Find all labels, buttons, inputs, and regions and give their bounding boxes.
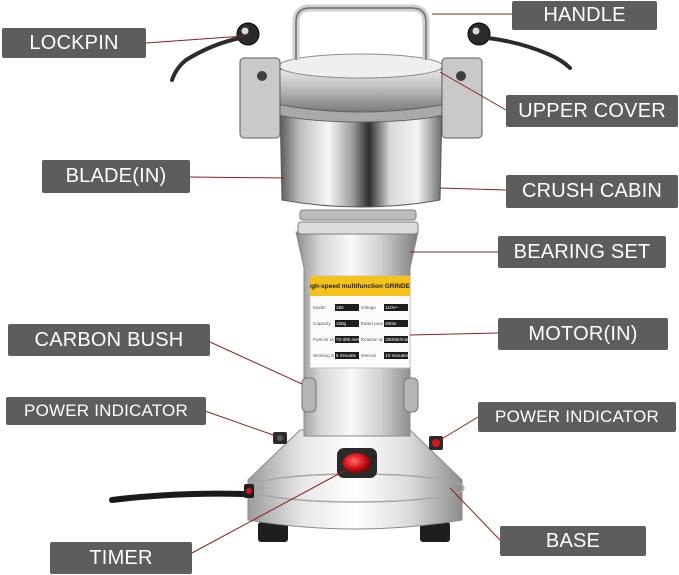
spec-sticker-banner: high-speed multifunction GRINDER [310,276,410,296]
lock-bracket-right [442,58,482,138]
handle-bar [296,8,426,60]
label-motor: MOTOR(IN) [498,318,668,350]
leader-blade [190,177,284,178]
leader-crush-cabin [440,188,506,190]
label-upper-cover: UPPER COVER [506,95,678,127]
crush-cabin [280,108,442,207]
leader-power-indicator-right [440,417,478,440]
label-bearing-set: BEARING SET [498,236,666,268]
spec-cell-k1: Particle size [312,336,334,343]
lockpin-knob-highlight-right [473,28,480,35]
lockpin-knob-right [468,23,490,45]
bearing-ring-1 [300,210,416,220]
side-switch-dot-left [246,488,252,494]
spec-cell-k2: Rotation speed [360,336,384,343]
spec-cell-k2: Interval [360,352,384,359]
label-power-indicator-left: POWER INDICATOR [6,397,206,425]
lock-screw-right [456,71,466,81]
lock-screw-left [257,71,267,81]
power-indicator-dot-right [432,439,440,447]
label-carbon-bush: CARBON BUSH [8,324,210,356]
label-power-indicator-right: POWER INDICATOR [478,402,676,432]
leader-carbon-bush [210,342,302,384]
power-cord [112,494,262,500]
bearing-ring-2 [298,222,418,234]
upper-cover-top [279,54,443,78]
spec-cell-v2: 10 minutes [384,352,408,359]
lockpin-knob-left [237,23,259,45]
power-indicator-dot-left [277,435,283,441]
timer-button [343,453,371,473]
spec-cell-v1: 150 [335,304,359,311]
leader-power-indicator-left [205,411,276,436]
spec-cell-v2: 800w [384,320,408,327]
leader-motor [410,333,498,335]
spec-cell-k1: Working time [312,352,334,359]
spec-cell-k2: Rated power [360,320,384,327]
spec-cell-v2: 28000r/min [384,336,408,343]
label-crush-cabin: CRUSH CABIN [506,175,678,208]
spec-cell-v1: 150g [335,320,359,327]
spec-cell-k1: Capacity [312,320,334,327]
label-blade: BLADE(IN) [42,160,190,193]
spec-cell-k2: Voltage [360,304,384,311]
carbon-bush-cap-left [302,378,316,412]
lockpin-lever-right [488,38,570,68]
carbon-bush-cap-right [404,378,418,412]
label-handle: HANDLE [512,1,657,30]
lockpin-lever-left [172,38,240,80]
handle-bar-edge [296,8,426,60]
spec-cell-v2: 110V~ [384,304,408,311]
spec-cell-k1: Model [312,304,334,311]
lock-bracket-left [240,58,280,138]
lockpin-knob-highlight-left [242,28,249,35]
label-timer: TIMER [50,542,192,574]
spec-cell-v1: 5 minutes [335,352,359,359]
label-lockpin: LOCKPIN [2,28,146,58]
label-base: BASE [500,526,646,556]
spec-cell-v1: 70-300 mesh [335,336,359,343]
grinder-illustration [112,8,570,542]
spec-row: Particle size70-300 meshRotation speed28… [312,331,408,347]
